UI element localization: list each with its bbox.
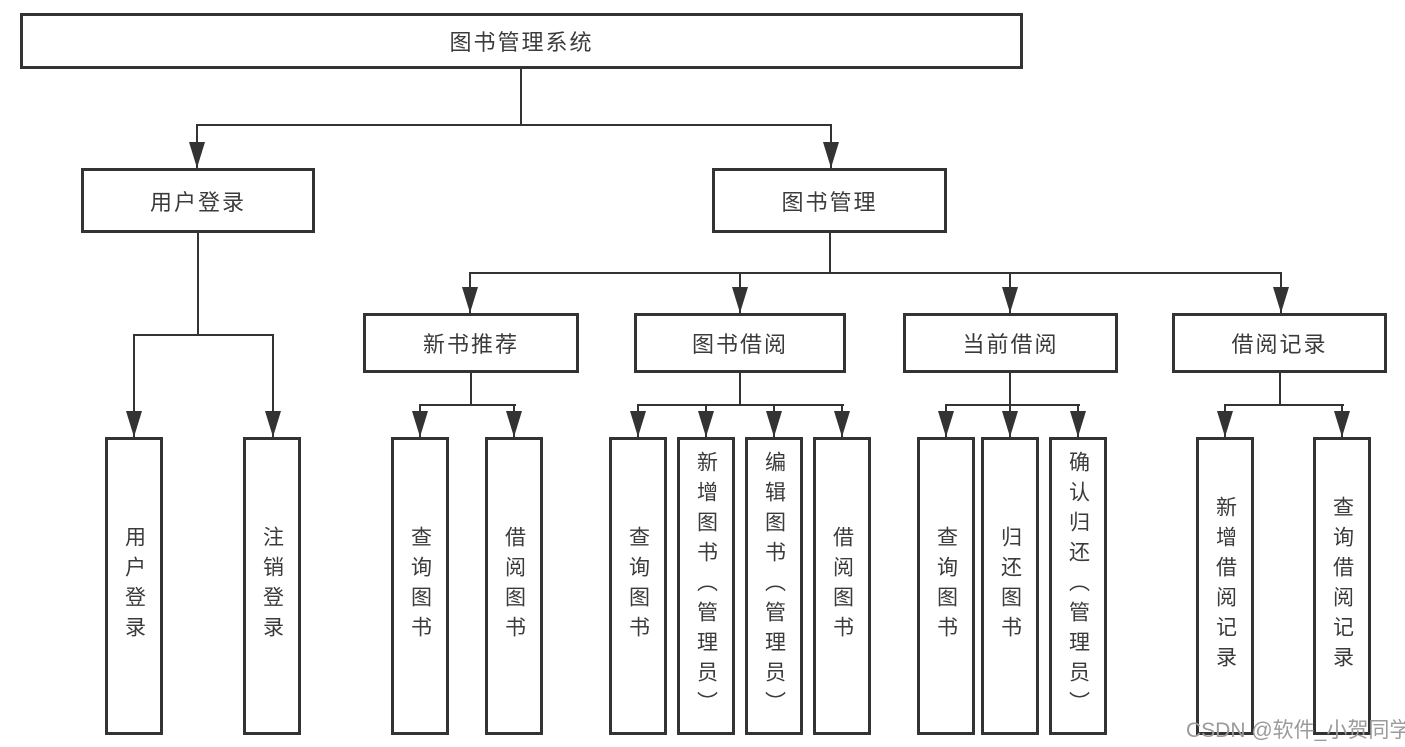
connector-line [1224, 404, 1344, 406]
connector-line [133, 334, 274, 336]
arrow-down-icon [126, 411, 142, 437]
node-label: 新书推荐 [422, 332, 519, 357]
connector-line [637, 404, 844, 406]
arrow-down-icon [1002, 287, 1018, 313]
arrow-down-icon [506, 411, 522, 437]
leaf-user-login: 用户登录 [105, 437, 163, 735]
node-label: 用户登录 [122, 526, 146, 646]
leaf-borrow-book-1: 借阅图书 [485, 437, 543, 735]
node-label: 查询图书 [408, 526, 432, 646]
arrow-down-icon [732, 287, 748, 313]
node-user-login: 用户登录 [81, 168, 315, 233]
node-label: 图书管理系统 [449, 30, 594, 55]
leaf-query-book-1: 查询图书 [391, 437, 449, 735]
arrow-down-icon [462, 287, 478, 313]
arrow-down-icon [698, 411, 714, 437]
connector-line [133, 334, 135, 437]
arrow-down-icon [265, 411, 281, 437]
connector-line [196, 124, 832, 126]
leaf-query-book-3: 查询图书 [917, 437, 975, 735]
node-label: 注销登录 [260, 526, 284, 646]
arrow-down-icon [1273, 287, 1289, 313]
arrow-down-icon [1217, 411, 1233, 437]
connector-line [1279, 373, 1281, 406]
connector-line [272, 334, 274, 437]
node-label: 查询图书 [626, 526, 650, 646]
arrow-down-icon [1070, 411, 1086, 437]
leaf-confirm-return-admin: 确认归还（管理员） [1049, 437, 1107, 735]
node-new-book-recommend: 新书推荐 [363, 313, 579, 373]
node-label: 查询图书 [934, 526, 958, 646]
arrow-down-icon [630, 411, 646, 437]
node-label: 确认归还（管理员） [1066, 451, 1090, 721]
node-label: 新增图书（管理员） [694, 451, 718, 721]
connector-line [419, 404, 516, 406]
arrow-down-icon [1334, 411, 1350, 437]
arrow-down-icon [823, 142, 839, 168]
connector-line [739, 373, 741, 406]
node-label: 编辑图书（管理员） [762, 451, 786, 721]
node-current-borrow: 当前借阅 [903, 313, 1118, 373]
arrow-down-icon [834, 411, 850, 437]
csdn-watermark: CSDN @软件_小贺同学 [1186, 719, 1405, 742]
leaf-add-book-admin: 新增图书（管理员） [677, 437, 735, 735]
leaf-query-borrow-record: 查询借阅记录 [1313, 437, 1371, 735]
node-label: 图书借阅 [691, 332, 788, 357]
connector-line [197, 233, 199, 336]
node-label: 归还图书 [998, 526, 1022, 646]
arrow-down-icon [766, 411, 782, 437]
node-label: 用户登录 [149, 189, 246, 215]
node-label: 借阅记录 [1231, 332, 1328, 357]
leaf-return-book: 归还图书 [981, 437, 1039, 735]
connector-line [1009, 373, 1011, 406]
arrow-down-icon [189, 142, 205, 168]
connector-line [470, 373, 472, 406]
leaf-edit-book-admin: 编辑图书（管理员） [745, 437, 803, 735]
node-label: 图书管理 [781, 189, 878, 215]
node-book-management: 图书管理 [712, 168, 947, 233]
connector-line [520, 69, 522, 125]
connector-line [829, 233, 831, 274]
connector-line [945, 404, 1080, 406]
arrow-down-icon [412, 411, 428, 437]
node-label: 当前借阅 [962, 332, 1059, 357]
node-book-borrow: 图书借阅 [634, 313, 846, 373]
arrow-down-icon [1002, 411, 1018, 437]
leaf-query-book-2: 查询图书 [609, 437, 667, 735]
node-label: 新增借阅记录 [1213, 496, 1237, 676]
node-label: 借阅图书 [830, 526, 854, 646]
leaf-borrow-book-2: 借阅图书 [813, 437, 871, 735]
arrow-down-icon [938, 411, 954, 437]
node-borrow-record: 借阅记录 [1172, 313, 1387, 373]
node-label: 查询借阅记录 [1330, 496, 1354, 676]
connector-line [469, 272, 1282, 274]
node-label: 借阅图书 [502, 526, 526, 646]
leaf-logout: 注销登录 [243, 437, 301, 735]
leaf-add-borrow-record: 新增借阅记录 [1196, 437, 1254, 735]
node-library-system: 图书管理系统 [20, 13, 1023, 69]
